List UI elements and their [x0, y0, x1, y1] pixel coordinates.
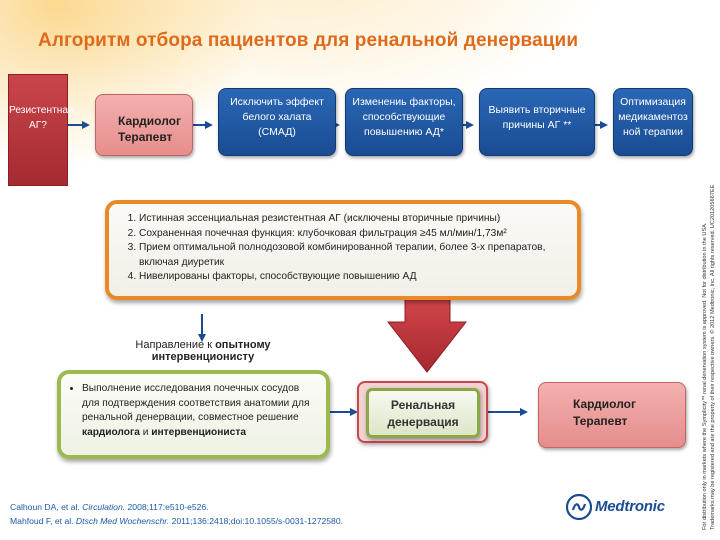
criteria-box: Истинная эссенциальная резистентная АГ (…	[105, 200, 581, 300]
consult-text: Выполнение исследования почечных сосудов…	[82, 383, 310, 424]
change-factors-label: Изменениь факторы, способствующие повыше…	[352, 96, 456, 138]
renal-denervation-box: Ренальная денервация	[366, 388, 480, 438]
legal-disclaimer: For distribution only in markets where t…	[701, 185, 717, 530]
reference-1-authors: Calhoun DA, et al.	[10, 502, 83, 512]
big-down-arrow	[386, 295, 468, 373]
criteria-item: Истинная эссенциальная резистентная АГ (…	[139, 212, 567, 227]
resistant-hypertension-label: Резистентная АГ?	[9, 105, 74, 131]
reference-2-details: 2011;136:2418;doi:10.1055/s-0031-1272580…	[169, 516, 343, 526]
consult-box: Выполнение исследования почечных сосудов…	[57, 370, 330, 459]
consult-list: Выполнение исследования почечных сосудов…	[67, 382, 318, 440]
referral-plain: Направление к	[135, 339, 216, 351]
cardiologist-bottom-box: Кардиолог Терапевт	[538, 382, 686, 448]
criteria-item: Нивелированы факторы, способствующие пов…	[139, 270, 567, 285]
criteria-list: Истинная эссенциальная резистентная АГ (…	[117, 212, 567, 285]
criteria-item: Сохраненная почечная функция: клубочкова…	[139, 227, 567, 242]
reference-1: Calhoun DA, et al. Circulation. 2008;117…	[10, 502, 209, 512]
secondary-causes-label: Выявить вторичные причины АГ **	[488, 104, 586, 131]
referral-bold-2: интервенционисту	[151, 351, 255, 363]
consult-item: Выполнение исследования почечных сосудов…	[82, 382, 318, 440]
legal-disclaimer-line-1: For distribution only in markets where t…	[702, 222, 708, 530]
legal-disclaimer-line-2: Trademarks may be registered and are the…	[710, 184, 716, 530]
exclude-white-coat-box: Исключить эффект белого халата (СМАД)	[218, 88, 336, 156]
consult-bold-cardiologist: кардиолога	[82, 426, 140, 438]
reference-1-details: 2008;117:e510-e526.	[125, 502, 209, 512]
slide-title: Алгоритм отбора пациентов для ренальной …	[38, 30, 579, 51]
change-factors-box: Изменениь факторы, способствующие повыше…	[345, 88, 463, 156]
referral-text: Направление к опытному интервенционисту	[108, 339, 298, 363]
secondary-causes-box: Выявить вторичные причины АГ **	[479, 88, 595, 156]
renal-denervation-label: Ренальная денервация	[387, 398, 459, 429]
reference-2: Mahfoud F, et al. Dtsch Med Wochenschr. …	[10, 516, 343, 526]
medtronic-logo: Medtronic	[566, 490, 694, 524]
resistant-hypertension-box: Резистентная АГ?	[8, 74, 74, 186]
cardiologist-bottom-label: Кардиолог Терапевт	[573, 397, 636, 428]
referral-bold-1: опытному	[215, 339, 271, 351]
optimize-therapy-box: Оптимизация медикаментоз ной терапии	[613, 88, 693, 156]
cardiologist-top-box: Кардиолог Терапевт	[95, 94, 193, 156]
reference-2-journal: Dtsch Med Wochenschr.	[75, 516, 170, 526]
consult-and: и	[139, 426, 152, 438]
consult-bold-interventionist: интервенциониста	[151, 426, 246, 438]
reference-1-journal: Circulation.	[82, 502, 126, 512]
reference-2-authors: Mahfoud F, et al.	[10, 516, 76, 526]
criteria-item: Прием оптимальной полнодозовой комбиниро…	[139, 241, 567, 270]
exclude-white-coat-label: Исключить эффект белого халата (СМАД)	[230, 96, 324, 138]
optimize-therapy-label: Оптимизация медикаментоз ной терапии	[618, 96, 688, 138]
medtronic-wordmark: Medtronic	[595, 498, 665, 515]
medtronic-logo-mark-icon	[566, 494, 592, 520]
cardiologist-top-label: Кардиолог Терапевт	[118, 114, 181, 144]
